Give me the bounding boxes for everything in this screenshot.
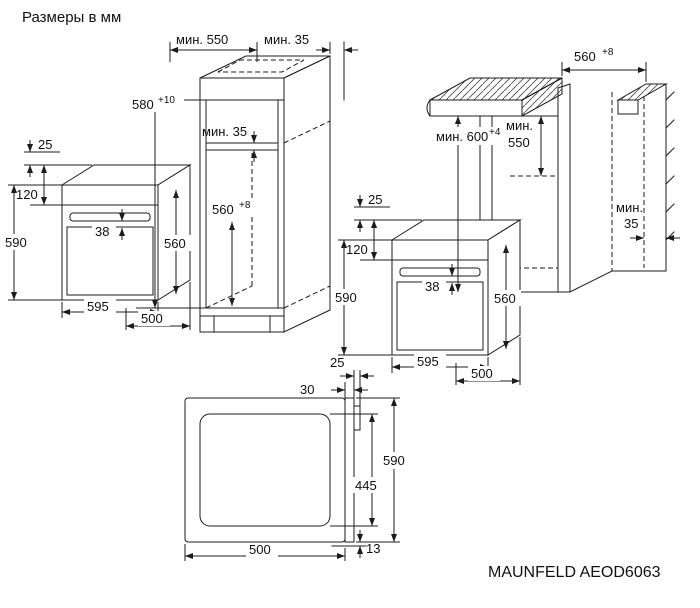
label-oven-width: 595 bbox=[87, 299, 109, 314]
oven-3d-left: 25 120 590 38 560 bbox=[2, 137, 192, 330]
dim-cabinet-depth-min550: мин. 550 bbox=[169, 32, 258, 62]
dim-oven-body-width: 500 bbox=[455, 337, 521, 385]
oven-cavity bbox=[199, 413, 331, 527]
label-cabinet-depth-min: мин. 550 bbox=[176, 32, 228, 47]
dim-base-wall-gap: мин. 35 bbox=[616, 200, 680, 241]
tall-cabinet-hidden-lines bbox=[205, 59, 331, 309]
label-cutout-width-tol: +8 bbox=[602, 47, 614, 58]
wall bbox=[665, 83, 675, 272]
tall-cabinet-structure bbox=[199, 41, 345, 333]
label-oven-top-clearance: 25 bbox=[38, 137, 52, 152]
dim-oven-height: 590 bbox=[2, 184, 62, 301]
label-side-cavity-height: 445 bbox=[355, 478, 377, 493]
label-oven-body-width: 500 bbox=[141, 311, 163, 326]
label-base-niche-height: мин. 600 bbox=[436, 129, 488, 144]
label-side-door-depth: 30 bbox=[300, 382, 314, 397]
dim-niche-width: 560 +8 bbox=[208, 200, 260, 306]
dim-base-niche-height: мин. 600 +4 bbox=[432, 116, 506, 292]
dim-niche-height: 580 +10 bbox=[128, 95, 184, 308]
oven-side-face bbox=[487, 219, 521, 356]
dim-oven-width: 595 bbox=[391, 354, 489, 373]
label-base-niche-height-tol: +4 bbox=[489, 127, 501, 138]
label-niche-height: 580 bbox=[132, 97, 154, 112]
label-side-height: 590 bbox=[383, 453, 405, 468]
dim-side-height: 590 bbox=[356, 397, 412, 543]
dim-side-door-depth: 30 bbox=[300, 382, 368, 398]
oven-3d-right: 25 120 590 38 560 bbox=[332, 192, 522, 385]
label-side-bottom-offset: 13 bbox=[366, 541, 380, 556]
dim-cutout-width: 560 +8 bbox=[561, 47, 647, 82]
dim-base-depth-min: мин. 550 bbox=[506, 116, 544, 176]
dim-oven-height: 590 bbox=[332, 239, 392, 356]
oven-handle bbox=[69, 212, 151, 222]
label-oven-height: 590 bbox=[5, 235, 27, 250]
dim-oven-handle-offset: 38 bbox=[422, 264, 455, 295]
countertop-left-cut-face bbox=[521, 77, 563, 117]
label-oven-body-height: 560 bbox=[164, 236, 186, 251]
dim-oven-panel-height: 120 bbox=[346, 220, 392, 261]
dim-oven-body-height: 560 bbox=[491, 245, 521, 349]
dim-oven-handle-offset: 38 bbox=[92, 209, 125, 240]
label-oven-body-width: 500 bbox=[471, 366, 493, 381]
dim-wall-gap-top: мин. 35 bbox=[264, 32, 358, 54]
dim-side-bottom-offset: 13 bbox=[357, 530, 380, 558]
label-niche-width-tol: +8 bbox=[239, 200, 251, 211]
label-side-depth: 500 bbox=[249, 542, 271, 557]
countertop-left-front-face bbox=[429, 99, 523, 117]
page-title: Размеры в мм bbox=[22, 9, 121, 26]
countertop-left bbox=[426, 77, 563, 117]
label-base-depth-value: 550 bbox=[508, 135, 530, 150]
dim-oven-body-width: 500 bbox=[125, 282, 191, 330]
label-oven-handle-offset: 38 bbox=[425, 279, 439, 294]
label-oven-body-height: 560 bbox=[494, 291, 516, 306]
label-niche-width: 560 bbox=[212, 202, 234, 217]
label-oven-top-clearance: 25 bbox=[368, 192, 382, 207]
label-side-handle-depth: 25 bbox=[330, 355, 344, 370]
countertop-right-front-face bbox=[617, 99, 639, 115]
label-base-wall-gap-value: 35 bbox=[624, 216, 638, 231]
label-vent-gap: мин. 35 bbox=[202, 124, 247, 139]
label-oven-panel-height: 120 bbox=[346, 242, 368, 257]
label-cutout-width: 560 bbox=[574, 49, 596, 64]
oven-handle-section bbox=[353, 405, 361, 431]
oven-front-face bbox=[61, 184, 159, 301]
side-view-diagram: 25 30 590 445 13 bbox=[184, 355, 412, 561]
oven-door-section bbox=[344, 397, 355, 543]
label-oven-width: 595 bbox=[417, 354, 439, 369]
countertop-right bbox=[616, 83, 668, 115]
label-niche-height-tol: +10 bbox=[158, 95, 175, 106]
countertop-break-line bbox=[426, 99, 431, 117]
dim-vent-gap: мин. 35 bbox=[202, 124, 257, 162]
label-oven-height: 590 bbox=[335, 290, 357, 305]
dim-oven-body-height: 560 bbox=[161, 190, 191, 294]
label-wall-gap-top: мин. 35 bbox=[264, 32, 309, 47]
dim-side-cavity-height: 445 bbox=[330, 413, 384, 527]
oven-side-face bbox=[157, 164, 191, 301]
label-base-wall-gap: мин. bbox=[616, 200, 643, 215]
cabinet-side-face bbox=[283, 55, 331, 333]
oven-body-section bbox=[184, 397, 346, 543]
dim-oven-top-clearance: 25 bbox=[24, 137, 92, 177]
label-oven-handle-offset: 38 bbox=[95, 224, 109, 239]
oven-front-face bbox=[391, 239, 489, 356]
base-cabinet-diagram: 560 +8 мин. 550 мин. 35 bbox=[426, 47, 680, 293]
oven-handle bbox=[399, 267, 481, 277]
countertop-right-top-face bbox=[616, 83, 668, 101]
ventilation-cutout bbox=[217, 59, 305, 73]
tall-cabinet-diagram: мин. 550 мин. 35 мин. 35 560 +8 bbox=[136, 32, 358, 333]
dim-oven-top-clearance: 25 bbox=[354, 192, 422, 232]
label-base-depth-min: мин. bbox=[506, 118, 533, 133]
dim-side-depth: 500 bbox=[184, 542, 346, 561]
label-oven-panel-height: 120 bbox=[16, 187, 38, 202]
dim-oven-width: 595 bbox=[61, 299, 159, 318]
model-name: MAUNFELD AEOD6063 bbox=[488, 564, 661, 581]
